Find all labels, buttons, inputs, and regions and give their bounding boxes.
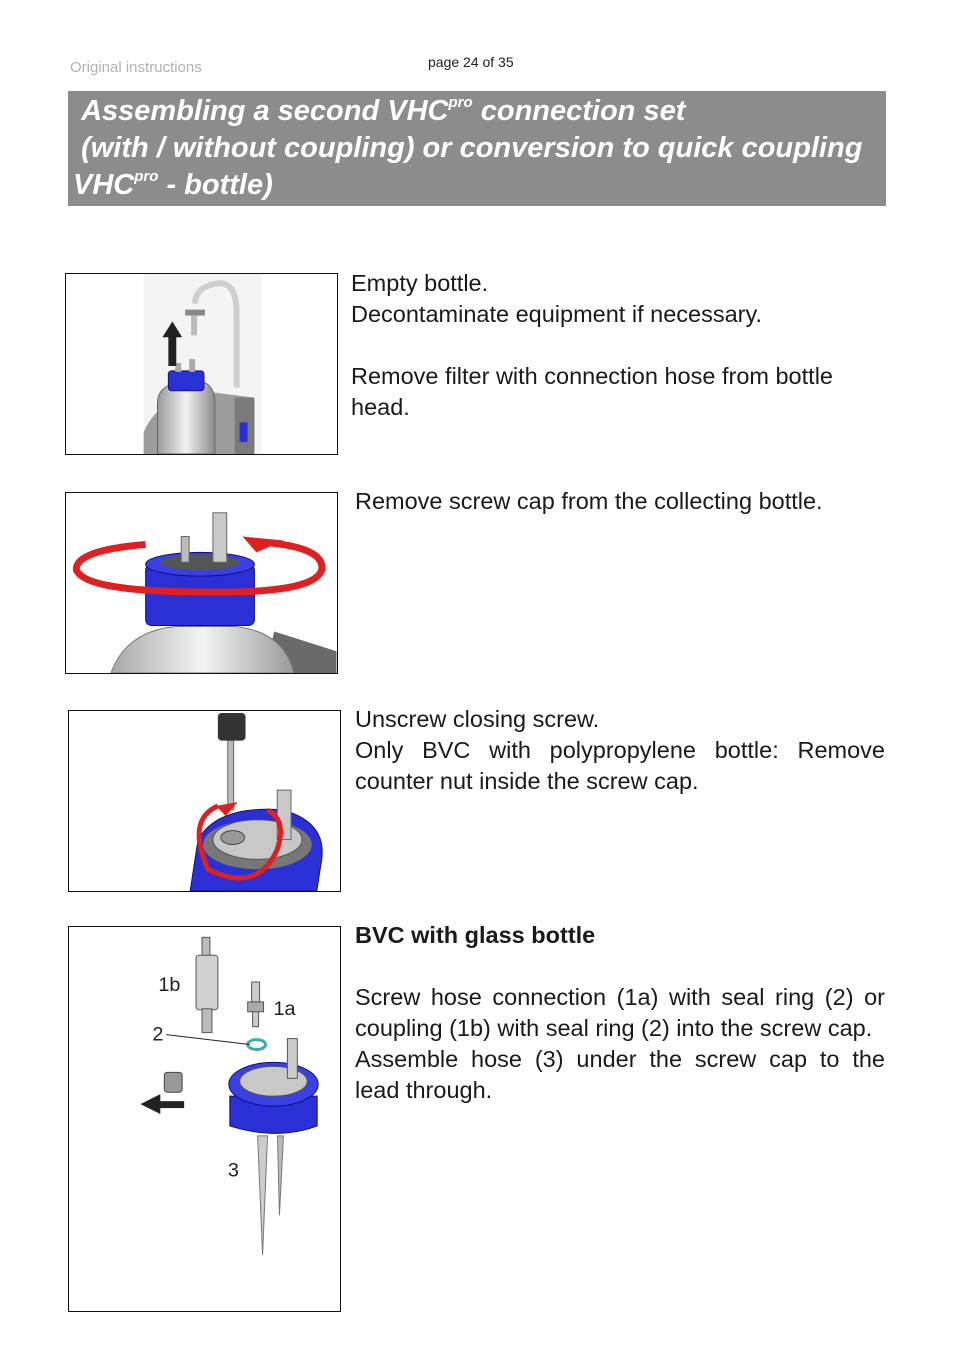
section-title: Assembling a second VHCpro connection se…	[68, 91, 886, 206]
step4-para2: Assemble hose (3) under the screw cap to…	[355, 1046, 885, 1103]
callout-1b: 1b	[158, 974, 180, 996]
step1-text: Empty bottle. Decontaminate equipment if…	[351, 268, 884, 423]
figure-glass-bottle-assembly: 1b 1a 2 3	[68, 926, 341, 1312]
step4-heading: BVC with glass bottle	[355, 922, 596, 948]
rotate-arrow-icon	[242, 536, 285, 553]
step3-line1: Unscrew closing screw.	[355, 706, 600, 732]
figure-remove-filter	[65, 273, 338, 455]
title-line1: Assembling a second VHC	[81, 95, 449, 127]
callout-3: 3	[228, 1160, 239, 1182]
callout-1a: 1a	[273, 998, 296, 1020]
up-arrow-icon	[162, 321, 183, 338]
figure-unscrew-closing-screw	[68, 710, 341, 892]
step1-line1: Empty bottle.	[351, 270, 489, 296]
left-arrow-icon	[140, 1094, 161, 1115]
callout-2: 2	[152, 1024, 163, 1046]
original-instructions-label: Original instructions	[70, 59, 202, 76]
step2-line: Remove screw cap from the collecting bot…	[355, 488, 823, 514]
rotate-arrow-icon	[215, 801, 238, 816]
step4-para1: Screw hose connection (1a) with seal rin…	[355, 984, 885, 1041]
title-sup: pro	[448, 94, 473, 111]
title-line1-end: connection set	[472, 95, 686, 127]
step4-text: BVC with glass bottle Screw hose connect…	[355, 920, 885, 1106]
figure-remove-screw-cap	[65, 492, 338, 674]
step1-para2: Remove filter with connection hose from …	[351, 363, 833, 420]
title-line3-end: - bottle)	[158, 169, 273, 201]
step3-para: Only BVC with polypropylene bottle: Remo…	[355, 737, 885, 794]
step3-text: Unscrew closing screw. Only BVC with pol…	[355, 704, 885, 797]
step1-line2: Decontaminate equipment if necessary.	[351, 301, 763, 327]
title-line2: (with / without coupling) or conversion …	[81, 132, 863, 164]
step2-text: Remove screw cap from the collecting bot…	[355, 486, 884, 517]
page-number: page 24 of 35	[428, 54, 514, 70]
title-sup: pro	[134, 168, 159, 185]
title-line3: VHC	[73, 169, 135, 201]
